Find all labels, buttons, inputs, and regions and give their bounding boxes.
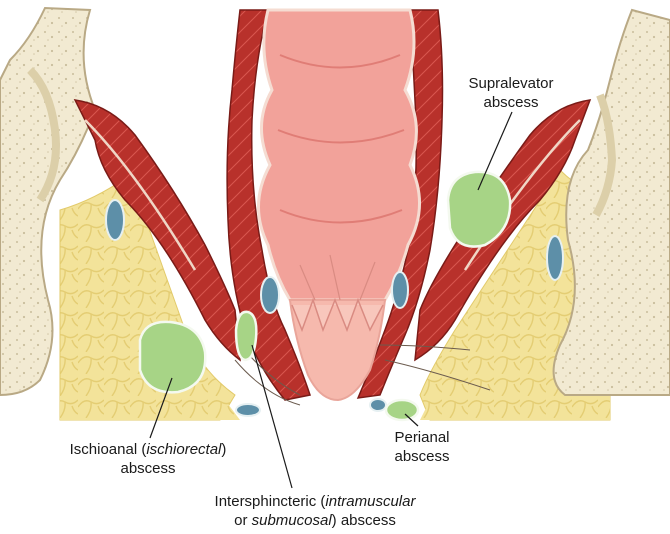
supralevator-abscess bbox=[446, 170, 512, 248]
sphincter-fibers bbox=[234, 344, 491, 406]
perianal-abscess bbox=[384, 398, 420, 422]
vessel-clusters bbox=[105, 199, 564, 417]
anal-canal bbox=[288, 254, 387, 402]
pelvic-bone-left bbox=[0, 6, 97, 397]
supralevator-abscess-label: Supralevator abscess bbox=[468, 75, 554, 111]
intersphincteric-abscess-label: Intersphincteric (intramuscular or submu… bbox=[214, 493, 416, 529]
intersphincteric-abscess bbox=[234, 310, 258, 362]
rectal-mucosa bbox=[257, 8, 421, 302]
ischioanal-abscess-label: Ischioanal (ischiorectal) abscess bbox=[69, 441, 227, 477]
perianal-abscess-label: Perianal abscess bbox=[394, 429, 450, 465]
perineal-fat-strip bbox=[60, 394, 610, 420]
leader-lines bbox=[149, 111, 513, 489]
ischioanal-abscess bbox=[138, 320, 207, 394]
pelvic-bone-right bbox=[552, 8, 670, 396]
levator-ani-left bbox=[73, 99, 241, 362]
rectal-wall bbox=[226, 9, 444, 401]
